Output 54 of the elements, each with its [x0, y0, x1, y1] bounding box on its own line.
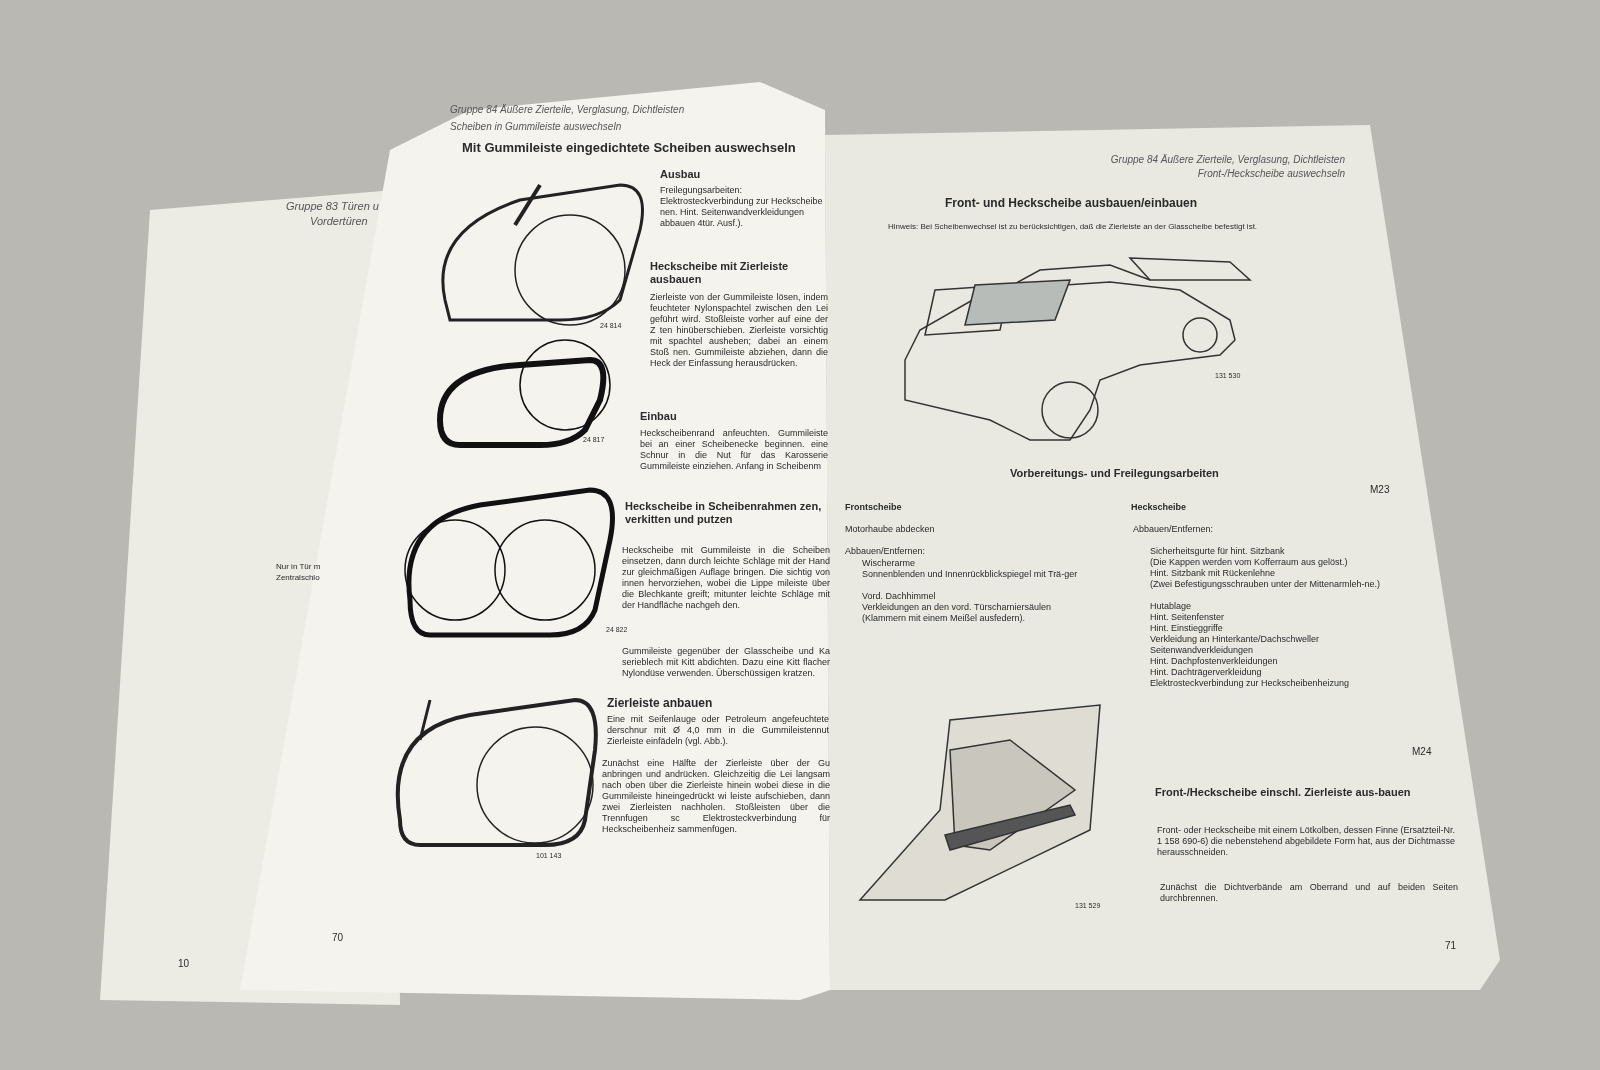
paragraph: Front- oder Heckscheibe mit einem Lötkolben, dessen Finne (Ersatzteil-Nr. 1 158 690-6) die nebenstehend abgebildete Form hat, aus der Dichtmasse herausschneiden.	[1157, 825, 1455, 858]
section-heading: Vorbereitungs- und Freilegungsarbeiten	[1010, 467, 1219, 481]
paragraph: Eine mit Seifenlauge oder Petroleum angefeuchtete derschnur mit Ø 4,0 mm in die Gummileistennut Zierleiste einfädeln (vgl. Abb.).	[607, 714, 829, 747]
paragraph: Zierleiste von der Gummileiste lösen, indem feuchteter Nylonspachtel zwischen den Lei geführt wird. Stoßleiste vorher auf eine der Z ten hinüberschieben. Zierleiste vorsichtig mit spachtel ausheben; dabei an einem Stoß nen. Gummileiste abziehen, dann die Heck der Einfassung herausdrücken.	[650, 292, 828, 369]
list-item: Verkleidungen an den vord. Türscharniersäulen	[862, 602, 1051, 613]
column-heading: Heckscheibe	[1131, 502, 1187, 513]
paragraph: Freilegungsarbeiten: Elektrosteckverbindung zur Heckscheibe nen. Hint. Seitenwandverkleidungen abbauen 4tür. Ausf.).	[660, 185, 824, 229]
running-header: Gruppe 83 Türen u	[286, 200, 379, 214]
running-header: Vordertüren	[310, 215, 368, 229]
list-item: Motorhaube abdecken	[845, 524, 935, 535]
list-item: Elektrosteckverbindung zur Heckscheibenheizung	[1150, 678, 1350, 689]
list-item: Abbauen/Entfernen:	[845, 546, 926, 557]
list-item: Hint. Dachpfostenverkleidungen	[1150, 656, 1278, 667]
list-item: Sonnenblenden und Innenrückblickspiegel mit Trä-ger	[862, 569, 1079, 580]
list-item: Abbauen/Entfernen:	[1133, 524, 1214, 535]
note: Zentralschlo	[276, 573, 320, 583]
paragraph: Gummileiste gegenüber der Glasscheibe und Ka serieblech mit Kitt abdichten. Dazu eine Kitt flacher Nylondüse verwenden. Überschüssigen kratzen.	[622, 646, 830, 679]
section-heading: Ausbau	[660, 168, 701, 182]
list-item: Hutablage	[1150, 601, 1192, 612]
section-heading: Einbau	[640, 410, 677, 424]
list-item: Sicherheitsgurte für hint. Sitzbank	[1150, 546, 1285, 557]
note: Nur in Tür m	[276, 562, 321, 572]
list-item: Hint. Sitzbank mit Rückenlehne	[1150, 568, 1276, 579]
section-heading: Heckscheibe in Scheibenrahmen zen, verkitten und putzen	[625, 500, 823, 527]
note: Hinweis: Bei Scheibenwechsel ist zu berücksichtigen, daß die Zierleiste an der Glasscheibe befestigt ist.	[888, 222, 1258, 232]
list-item: Hint. Einstieggriffe	[1150, 623, 1223, 634]
label: M23	[1370, 484, 1390, 497]
label: M24	[1412, 746, 1432, 759]
running-header: Scheiben in Gummileiste auswechseln	[450, 121, 622, 134]
list-item: Wischerarme	[862, 558, 915, 569]
section-heading: Front- und Heckscheibe ausbauen/einbauen	[945, 196, 1198, 211]
list-item: Verkleidung an Hinterkante/Dachschweller	[1150, 634, 1320, 645]
list-item: Hint. Seitenfenster	[1150, 612, 1225, 623]
running-header: Gruppe 84 Äußere Zierteile, Verglasung, Dichtleisten	[1109, 154, 1345, 167]
page-number: 71	[1445, 940, 1457, 953]
list-item: Hint. Dachträgerverkleidung	[1150, 667, 1262, 678]
list-item: Vord. Dachhimmel	[862, 591, 936, 602]
section-heading: Front-/Heckscheibe einschl. Zierleiste aus-bauen	[1155, 786, 1412, 800]
list-item: (Klammern mit einem Meißel ausfedern).	[862, 613, 1026, 624]
column-heading: Frontscheibe	[845, 502, 902, 513]
section-heading: Mit Gummileiste eingedichtete Scheiben auswechseln	[462, 140, 796, 156]
section-heading: Heckscheibe mit Zierleiste ausbauen	[650, 260, 790, 287]
paragraph: Heckscheibenrand anfeuchten. Gummileiste bei an einer Scheibenecke beginnen. eine Schnur in die Nut für das Karosserie Gummileiste einziehen. Anfang in Scheibenm	[640, 428, 828, 472]
paragraph: Zunächst die Dichtverbände am Oberrand und auf beiden Seiten durchbrennen.	[1160, 882, 1458, 904]
page-number: 70	[332, 932, 344, 945]
running-header: Gruppe 84 Äußere Zierteile, Verglasung, Dichtleisten	[450, 104, 685, 117]
list-item: (Die Kappen werden vom Kofferraum aus gelöst.)	[1150, 557, 1348, 568]
section-heading: Zierleiste anbauen	[607, 696, 713, 711]
list-item: (Zwei Befestigungsschrauben unter der Mittenarmleh-ne.)	[1150, 579, 1381, 590]
running-header: Front-/Heckscheibe auswechseln	[1196, 168, 1345, 181]
paragraph: Heckscheibe mit Gummileiste in die Scheiben einsetzen, dann durch leichte Schläge mit der Hand zur gleichmäßigen Auflage bringen. Die sichtig von innen hervorziehen, wobei die Lippe mileiste über die Blechkante greift; mitunter leichte Schläge mit der Handfläche nachgeh den.	[622, 545, 830, 611]
page-number: 10	[178, 958, 190, 971]
list-item: Seitenwandverkleidungen	[1150, 645, 1254, 656]
paragraph: Zunächst eine Hälfte der Zierleiste über der Gu anbringen und andrücken. Gleichzeitig die Lei langsam nach oben über die Zierleiste hinein wobei diese in die Gummileiste hineingedrückt wi leiste aufschieben, dann zwei Zierleisten nachholen. Stoßleisten über die Trennfugen sc Elektrosteckverbindung für Heckscheibenheiz sammenfügen.	[602, 758, 830, 835]
